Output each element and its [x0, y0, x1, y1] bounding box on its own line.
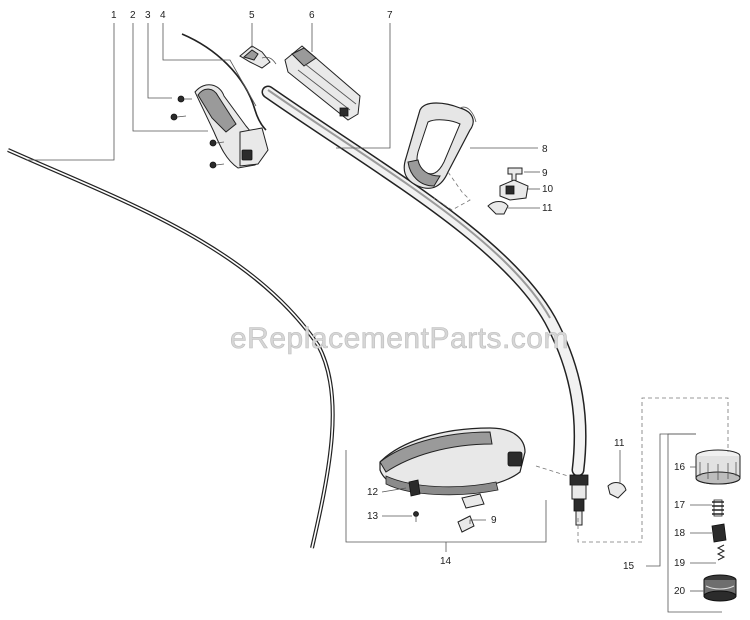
shaft-end-fitting — [569, 474, 627, 526]
callout-10: 10 — [542, 184, 554, 195]
callout-1: 1 — [111, 10, 117, 21]
loop-handle — [403, 102, 477, 189]
callout-2: 2 — [130, 10, 136, 21]
callout-5: 5 — [249, 10, 255, 21]
callout-4: 4 — [160, 10, 166, 21]
loop-handle-hardware — [433, 167, 529, 215]
callout-labels: 1 2 3 4 5 6 7 8 9 10 11 11 12 13 9 14 15… — [111, 10, 686, 597]
callout-9b: 9 — [491, 515, 497, 526]
handle-screws — [170, 95, 225, 169]
handle-bracket — [284, 45, 361, 121]
callout-15: 15 — [623, 561, 635, 572]
callout-6: 6 — [309, 10, 315, 21]
throttle-cable — [181, 33, 267, 131]
callout-19: 19 — [674, 558, 686, 569]
callout-12: 12 — [367, 487, 379, 498]
callout-16: 16 — [674, 462, 686, 473]
callout-3: 3 — [145, 10, 151, 21]
callout-13: 13 — [367, 511, 379, 522]
guard-hardware — [408, 479, 475, 533]
trimmer-head-kit — [695, 449, 741, 602]
handle-assembly — [170, 84, 269, 169]
callout-18: 18 — [674, 528, 686, 539]
callout-14: 14 — [440, 556, 452, 567]
watermark: eReplacementParts.com — [230, 322, 569, 355]
trimmer-guard — [379, 427, 526, 509]
callout-17: 17 — [674, 500, 686, 511]
callout-8: 8 — [542, 144, 548, 155]
callout-9: 9 — [542, 168, 548, 179]
throttle-trigger — [239, 45, 277, 69]
callout-7: 7 — [387, 10, 393, 21]
callout-20: 20 — [674, 586, 686, 597]
leader-lines — [26, 23, 729, 613]
callout-11b: 11 — [614, 438, 625, 449]
callout-11: 11 — [542, 203, 553, 214]
